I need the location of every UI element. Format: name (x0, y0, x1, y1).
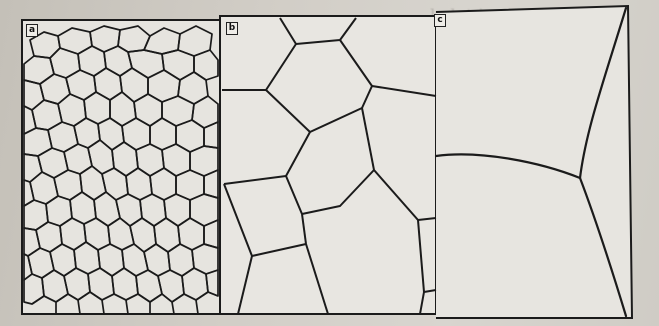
panel-b-frame (220, 16, 436, 314)
panel-b-label: b (226, 22, 238, 35)
panel-c-label: c (434, 14, 446, 27)
panel-c-frame (436, 6, 632, 318)
panel-a-label: a (26, 24, 38, 37)
